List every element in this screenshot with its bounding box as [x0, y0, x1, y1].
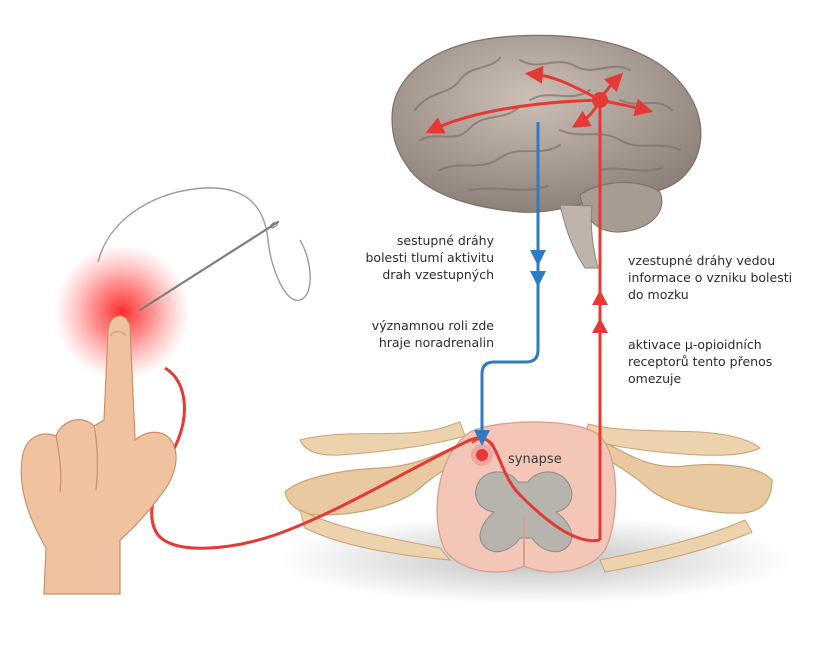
descending-arrow-lower: [530, 271, 546, 287]
descending-pathway: [480, 122, 540, 440]
peripheral-nerve: [150, 366, 601, 550]
ascending-pathways-label: vzestupné dráhy vedou informace o vzniku…: [628, 253, 793, 302]
descending-pathways-label: sestupné dráhy bolesti tlumí aktivitu dr…: [365, 233, 495, 282]
noradrenalin-label: významnou roli zde hraje noradrenalin: [371, 318, 494, 350]
ascending-arrow-upper: [592, 290, 608, 305]
synapse-label: synapse: [508, 452, 562, 467]
descending-arrow-synapse: [474, 430, 490, 446]
descending-arrow-upper: [530, 250, 546, 266]
opioid-receptors-label: aktivace μ-opioidních receptorů tento př…: [628, 337, 773, 386]
vertebra: [284, 421, 773, 573]
hand: [20, 315, 177, 595]
pain-glow: [54, 244, 190, 380]
ascending-arrow-lower: [592, 318, 608, 333]
needle-with-thread: [97, 187, 311, 312]
